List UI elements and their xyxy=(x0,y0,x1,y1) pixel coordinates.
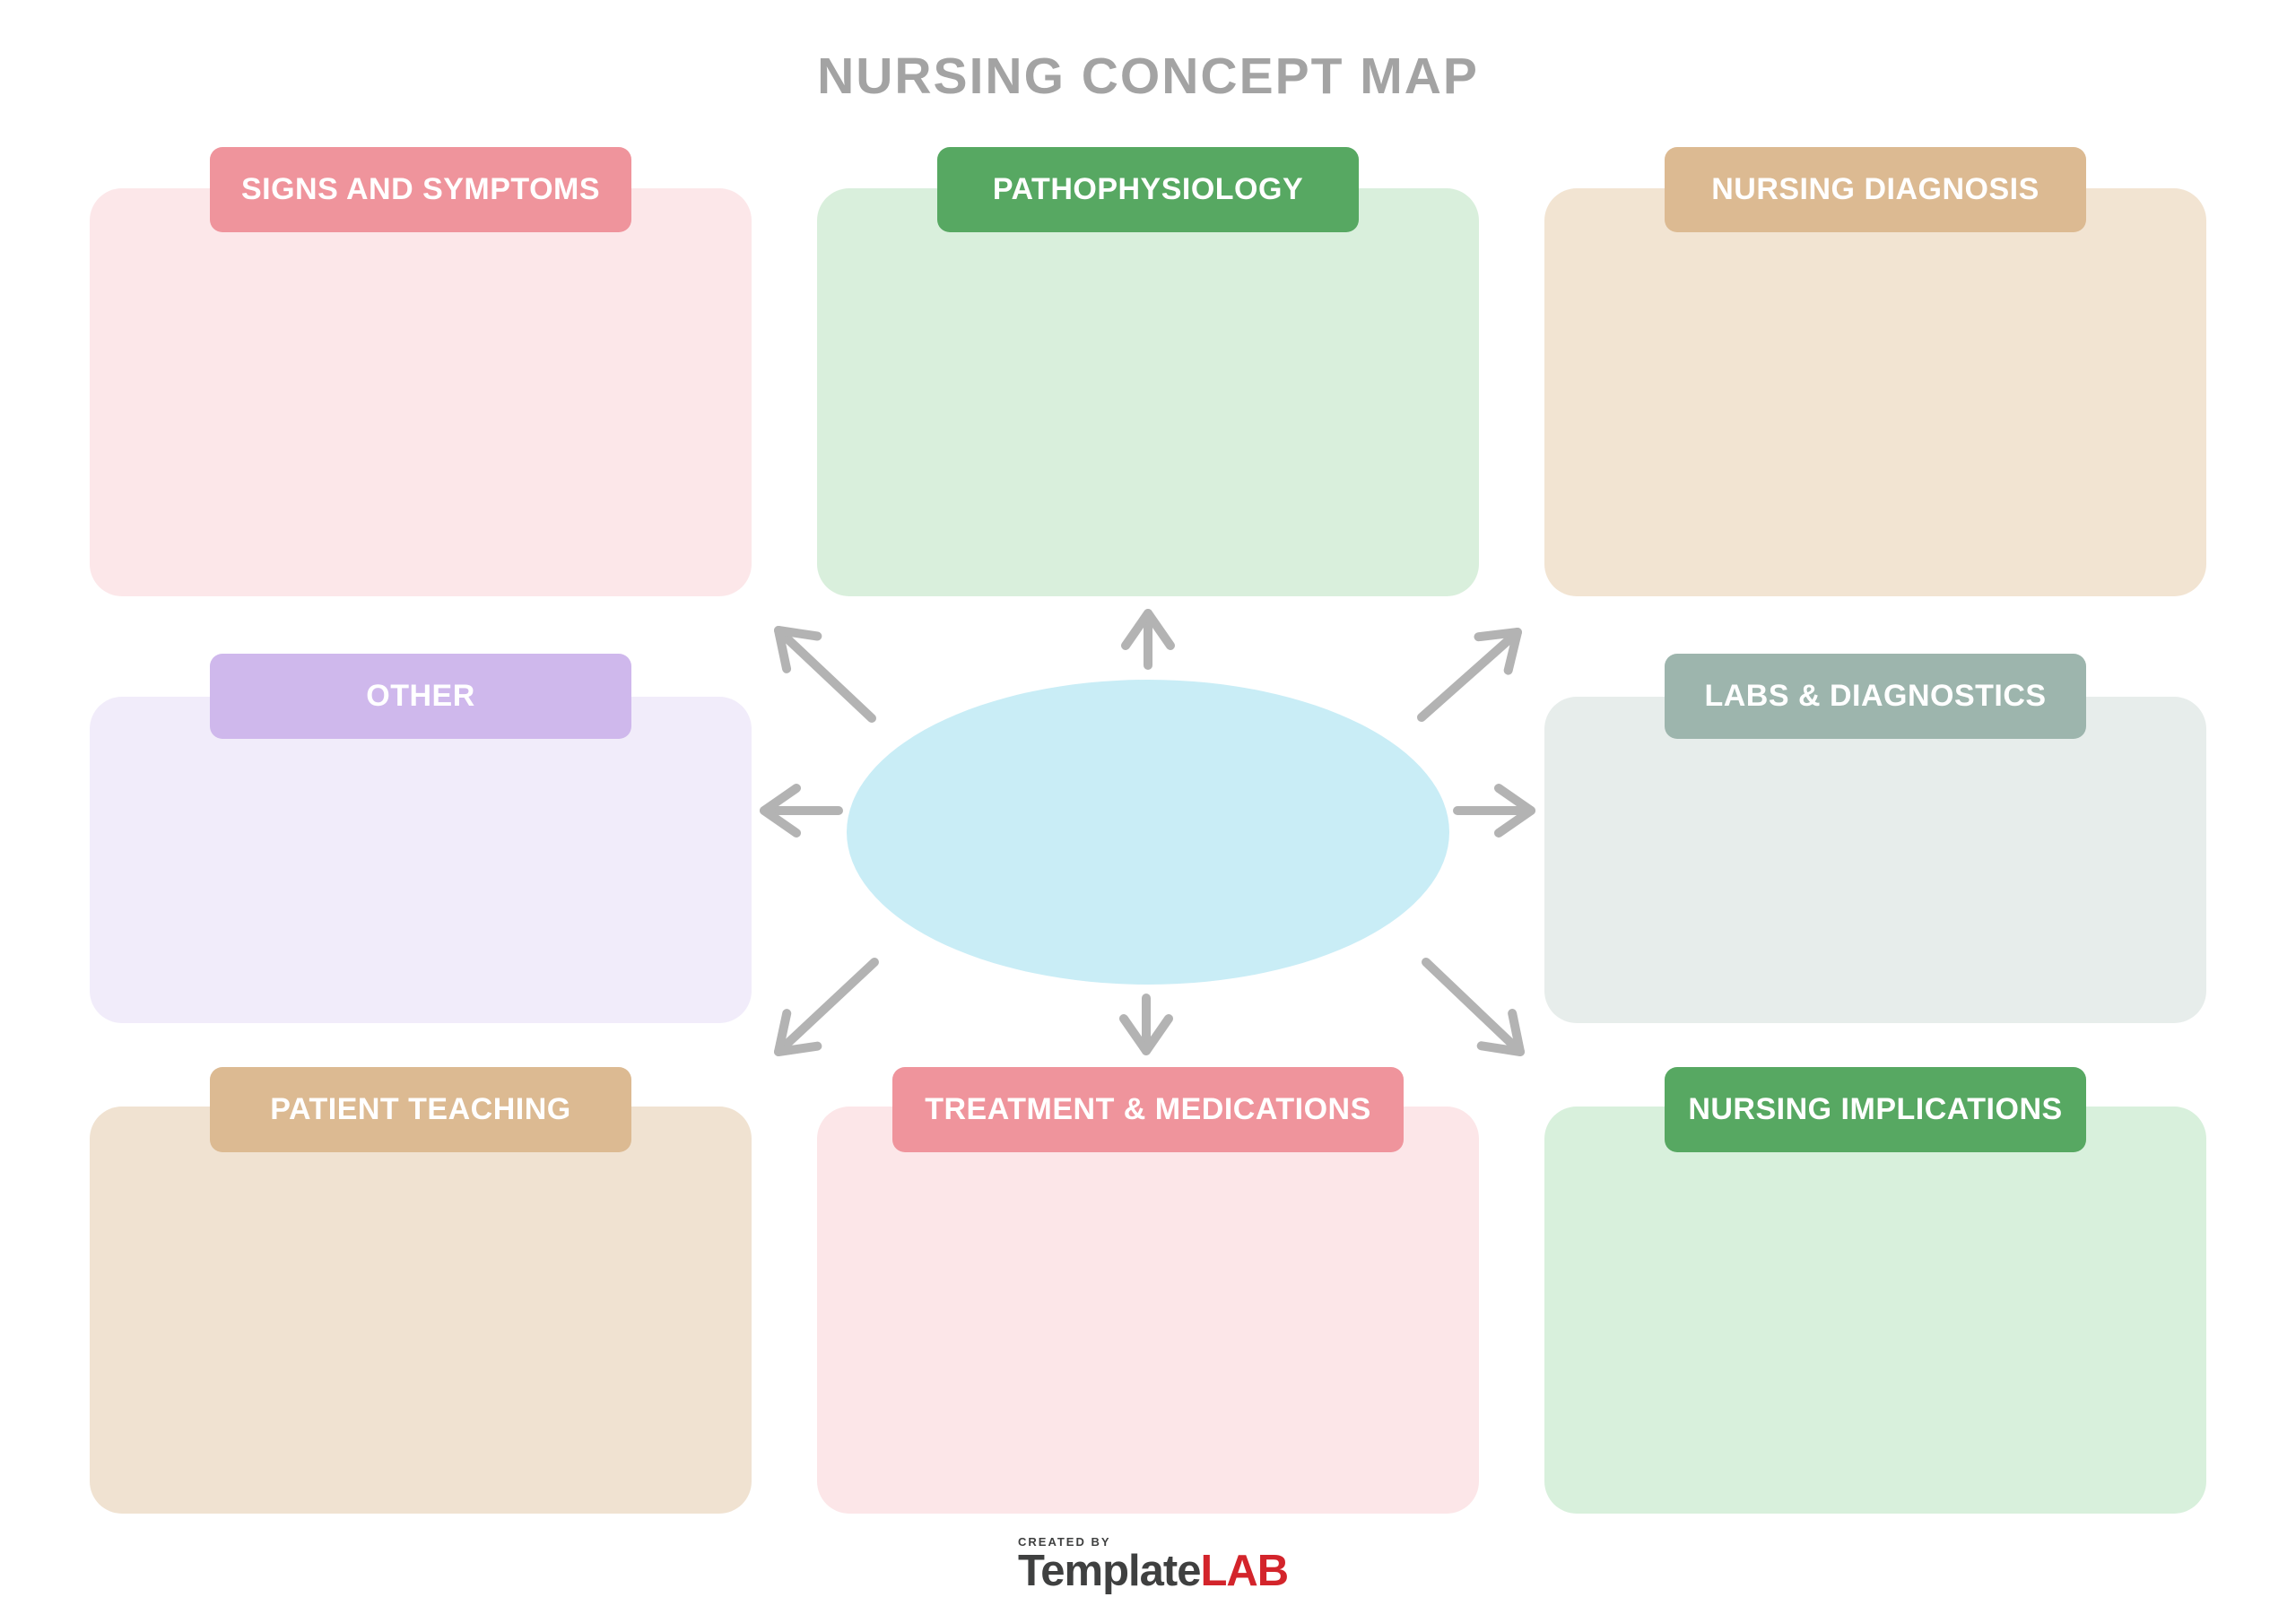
box-body-treatment-medications xyxy=(817,1107,1479,1514)
box-body-signs-and-symptoms xyxy=(90,188,752,596)
brand-wordmark: TemplateLAB xyxy=(1018,1547,1289,1595)
box-header-nursing-implications: NURSING IMPLICATIONS xyxy=(1665,1067,2086,1152)
box-header-pathophysiology: PATHOPHYSIOLOGY xyxy=(937,147,1359,232)
brand-dark: Template xyxy=(1018,1547,1201,1595)
box-patient-teaching: PATIENT TEACHING xyxy=(90,1067,752,1514)
box-header-label: OTHER xyxy=(366,679,475,713)
brand-red: LAB xyxy=(1200,1547,1289,1595)
box-header-treatment-medications: TREATMENT & MEDICATIONS xyxy=(892,1067,1404,1152)
box-body-labs-and-diagnostics xyxy=(1544,697,2206,1023)
arrow-up-left xyxy=(774,626,876,723)
arrow-down-left xyxy=(774,958,879,1056)
box-labs-and-diagnostics: LABS & DIAGNOSTICS xyxy=(1544,654,2206,1023)
box-body-nursing-implications xyxy=(1544,1107,2206,1514)
box-header-other: OTHER xyxy=(210,654,631,739)
box-header-label: PATHOPHYSIOLOGY xyxy=(992,172,1304,206)
page-title: NURSING CONCEPT MAP xyxy=(817,48,1479,105)
arrow-up-right xyxy=(1417,628,1522,722)
box-body-pathophysiology xyxy=(817,188,1479,596)
box-header-nursing-diagnosis: NURSING DIAGNOSIS xyxy=(1665,147,2086,232)
box-other: OTHER xyxy=(90,654,752,1023)
templatelab-logo: CREATED BY TemplateLAB xyxy=(1018,1535,1289,1595)
box-header-label: NURSING IMPLICATIONS xyxy=(1688,1092,2063,1126)
box-pathophysiology: PATHOPHYSIOLOGY xyxy=(817,147,1479,596)
box-nursing-implications: NURSING IMPLICATIONS xyxy=(1544,1067,2206,1514)
arrow-down-right xyxy=(1422,958,1525,1056)
box-body-patient-teaching xyxy=(90,1107,752,1514)
box-header-label: LABS & DIAGNOSTICS xyxy=(1704,679,2047,713)
box-header-label: SIGNS AND SYMPTOMS xyxy=(240,172,601,206)
box-header-patient-teaching: PATIENT TEACHING xyxy=(210,1067,631,1152)
box-signs-and-symptoms: SIGNS AND SYMPTOMS xyxy=(90,147,752,596)
box-header-labs-and-diagnostics: LABS & DIAGNOSTICS xyxy=(1665,654,2086,739)
box-nursing-diagnosis: NURSING DIAGNOSIS xyxy=(1544,147,2206,596)
created-by-label: CREATED BY xyxy=(1018,1535,1111,1549)
box-header-label: TREATMENT & MEDICATIONS xyxy=(925,1092,1371,1126)
box-treatment-medications: TREATMENT & MEDICATIONS xyxy=(817,1067,1479,1514)
box-header-label: NURSING DIAGNOSIS xyxy=(1711,172,2039,206)
box-header-signs-and-symptoms: SIGNS AND SYMPTOMS xyxy=(210,147,631,232)
center-ellipse xyxy=(847,680,1449,985)
box-body-nursing-diagnosis xyxy=(1544,188,2206,596)
box-body-other xyxy=(90,697,752,1023)
box-header-label: PATIENT TEACHING xyxy=(270,1092,571,1126)
